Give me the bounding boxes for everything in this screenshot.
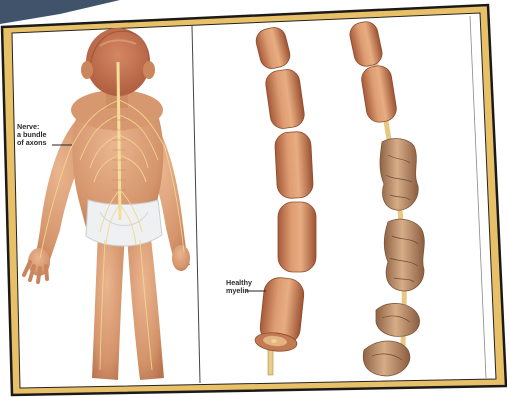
nerve-label-line-3: of axons (17, 139, 47, 147)
myelin-label: Healthy myelin (226, 279, 252, 295)
myelin-label-line-2: myelin (226, 287, 252, 295)
nerve-label: Nerve: a bundle of axons (17, 123, 47, 147)
photo-frame (2, 5, 506, 395)
